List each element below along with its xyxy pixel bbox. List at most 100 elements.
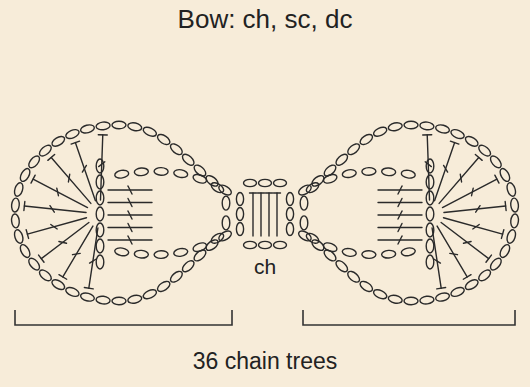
- chain-stitch: [181, 152, 196, 167]
- chain-stitch: [192, 163, 207, 178]
- double-crochet-top: [48, 154, 55, 160]
- chain-stitch: [346, 142, 362, 157]
- chain-stitch: [38, 143, 54, 158]
- single-crochet-cross: [128, 199, 132, 207]
- double-crochet-top: [504, 202, 506, 211]
- chain-stitch: [381, 250, 396, 259]
- double-crochet: [41, 222, 89, 258]
- chain-stitch: [322, 248, 337, 263]
- chain-stitch: [322, 163, 337, 178]
- double-crochet-top: [450, 141, 459, 144]
- chain-stitch: [362, 167, 376, 175]
- double-crochet: [89, 228, 98, 288]
- single-crochet-cross: [398, 236, 402, 244]
- double-crochet-top: [23, 202, 25, 211]
- double-crochet-top: [250, 192, 257, 193]
- double-crochet-bar: [473, 225, 479, 229]
- double-crochet-top: [423, 134, 432, 136]
- chain-stitch: [464, 278, 480, 292]
- chain-stitch: [64, 286, 80, 298]
- chain-stitch: [244, 241, 257, 248]
- chain-stitch: [134, 250, 149, 259]
- chain-stitch: [236, 223, 243, 236]
- guide-path: [112, 171, 226, 254]
- single-crochet-cross: [128, 186, 132, 194]
- chain-stitch: [13, 229, 25, 245]
- double-crochet-bar: [434, 259, 441, 263]
- chain-stitch: [27, 154, 42, 170]
- chain-stitch: [156, 132, 172, 146]
- chain-stitch: [450, 128, 466, 140]
- chain-stitch: [112, 121, 126, 129]
- double-crochet-bar: [50, 206, 54, 212]
- guide-path: [304, 171, 418, 254]
- chain-stitch: [169, 269, 185, 284]
- chain-stitch: [426, 239, 434, 253]
- double-crochet-top: [501, 230, 503, 239]
- chain-stitch: [305, 231, 321, 245]
- chain-stitch: [156, 279, 172, 293]
- chain-stitch: [222, 216, 230, 230]
- bow-lobe: [297, 121, 519, 305]
- double-crochet-top: [98, 134, 107, 136]
- double-crochet-top: [39, 255, 44, 262]
- chain-stitch: [334, 259, 349, 274]
- double-crochet-top: [258, 192, 265, 193]
- double-crochet-bar: [476, 206, 480, 212]
- chain-stitch: [114, 247, 129, 257]
- chain-stitch: [134, 168, 149, 177]
- single-crochet-cross: [128, 224, 132, 232]
- chain-stitch: [404, 297, 418, 305]
- chain-stitch: [372, 288, 388, 301]
- chain-stitch: [506, 229, 518, 245]
- double-crochet-bar: [425, 162, 431, 167]
- double-crochet: [75, 143, 95, 201]
- chain-stitch: [127, 122, 142, 132]
- double-crochet: [441, 222, 489, 258]
- chain-stitch: [477, 143, 493, 158]
- chain-stitch: [274, 179, 287, 186]
- double-crochet-top: [31, 175, 35, 183]
- double-crochet: [439, 157, 479, 203]
- chain-stitch: [305, 181, 321, 195]
- double-crochet-top: [475, 154, 482, 160]
- chain-stitch: [286, 193, 293, 206]
- double-crochet-bar: [51, 225, 57, 229]
- chain-stitch: [64, 128, 80, 140]
- bow-lobe: [11, 121, 233, 305]
- chain-stitch: [96, 121, 111, 130]
- chain-stitch: [96, 175, 104, 189]
- chain-stitch: [300, 196, 308, 210]
- chain-stitch: [322, 241, 338, 253]
- chain-stitch: [404, 121, 418, 129]
- chain-stitch: [209, 231, 225, 245]
- chain-stitch: [169, 142, 185, 157]
- chain-stitch: [11, 198, 20, 213]
- double-crochet-bar: [99, 162, 105, 167]
- chain-stitch: [450, 286, 466, 298]
- double-crochet-top: [486, 255, 491, 262]
- double-crochet: [442, 179, 497, 207]
- double-crochet-bar: [57, 188, 59, 196]
- double-crochet: [437, 226, 467, 277]
- single-crochet-cross: [398, 186, 402, 194]
- guide-path: [15, 125, 232, 301]
- chain-stitch: [142, 288, 158, 301]
- double-crochet: [260, 193, 261, 236]
- bracket: [15, 310, 232, 325]
- chain-stitch: [80, 123, 95, 134]
- single-crochet-cross: [398, 224, 402, 232]
- double-crochet: [268, 193, 269, 236]
- chain-stitch: [388, 294, 403, 304]
- double-crochet-bar: [450, 253, 458, 254]
- double-crochet: [427, 135, 429, 200]
- double-crochet-bar: [72, 253, 80, 254]
- chain-stitch: [322, 173, 338, 185]
- double-crochet: [100, 135, 102, 200]
- chain-stitch: [419, 121, 434, 130]
- chain-stitch: [274, 241, 287, 248]
- chain-stitch: [286, 208, 293, 221]
- stitch-label: ch: [245, 255, 285, 279]
- double-crochet-top: [26, 230, 28, 239]
